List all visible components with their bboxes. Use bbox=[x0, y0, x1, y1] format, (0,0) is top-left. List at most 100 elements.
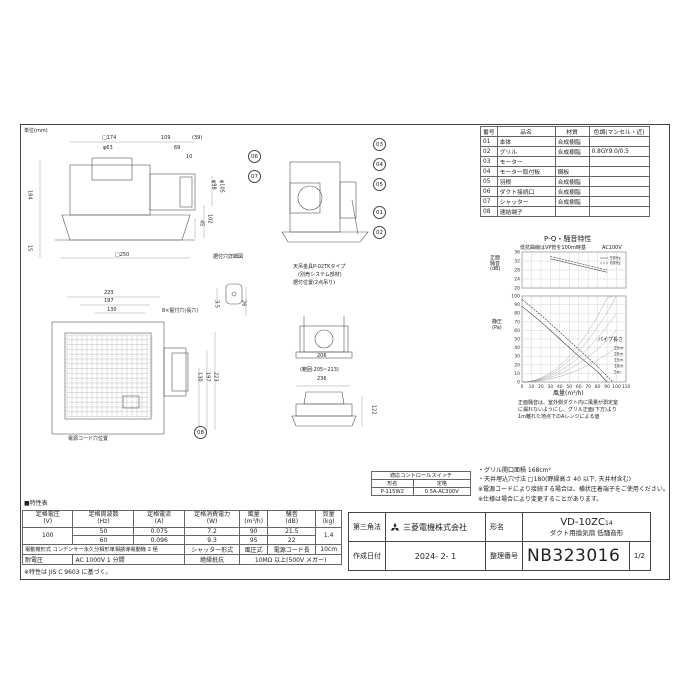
top-view-drawing bbox=[51, 296, 216, 435]
chart-voltage: AC100V bbox=[602, 245, 622, 251]
model-suffix: 14 bbox=[605, 520, 613, 528]
parts-header-material: 材質 bbox=[554, 126, 590, 137]
duct-length-label: 25m bbox=[614, 345, 623, 350]
balloon-06: 06 bbox=[248, 150, 261, 163]
x-tick-label: 90 bbox=[604, 384, 610, 390]
dim-3-5: 3.5 bbox=[213, 300, 220, 308]
chart-top-note: 低抗曲線はVP管を100m時基 bbox=[520, 245, 586, 251]
spec-cell: 0.075 bbox=[133, 526, 185, 537]
spec-insulation-value: 10MΩ 以上(500V メガー) bbox=[239, 553, 342, 565]
dim-10: 10 bbox=[186, 154, 193, 160]
chart-title: P-Q・騒音特性 bbox=[544, 235, 592, 243]
spec-h-power: 定格消費電力 (W) bbox=[183, 510, 241, 528]
dim-184: 184 bbox=[26, 190, 33, 200]
pressure-tick-label: 30 bbox=[514, 354, 520, 360]
spec-cell: 60 bbox=[72, 535, 135, 545]
model-label: 形名 bbox=[485, 512, 523, 542]
spec-h-airflow: 風量 (m³/h) bbox=[239, 510, 269, 528]
spec-title: ■特性表 bbox=[24, 500, 48, 507]
noise-series-line bbox=[550, 258, 608, 273]
noise-tick-label: 32 bbox=[514, 259, 520, 265]
balloon-07: 07 bbox=[248, 170, 261, 183]
duct-resistance-curve bbox=[521, 313, 617, 383]
projection-label: 第三角法 bbox=[348, 512, 386, 542]
spec-shutter-label: シャッター形式 bbox=[183, 543, 241, 555]
spec-h-current: 定格電流 (A) bbox=[133, 510, 185, 528]
noise-tick-label: 36 bbox=[514, 250, 520, 256]
pressure-tick-label: 40 bbox=[514, 345, 520, 351]
dim-105: φ105 bbox=[218, 180, 225, 193]
hole-note: 8×掘付穴(長穴) bbox=[162, 308, 199, 314]
spec-cell: 90 bbox=[239, 526, 269, 537]
x-tick-label: 10 bbox=[529, 384, 535, 390]
dim-206: 206 bbox=[317, 353, 327, 359]
balloon-03: 03 bbox=[373, 138, 386, 151]
balloon-01: 01 bbox=[373, 206, 386, 219]
dim-109: 109 bbox=[161, 135, 171, 141]
ceiling-sub2: 据付位置(2点吊り) bbox=[293, 280, 336, 286]
dim-98: φ98 bbox=[210, 180, 217, 190]
pressure-tick-label: 60 bbox=[514, 328, 520, 334]
spec-withstand-value: AC 1000V 1 分間 bbox=[72, 553, 185, 565]
ceiling-title: 天吊金具P-02TKタイプ bbox=[293, 264, 346, 270]
balloon-08: 08 bbox=[194, 426, 207, 439]
x-tick-label: 60 bbox=[576, 384, 582, 390]
model-number: VD-10ZC bbox=[560, 517, 606, 529]
spec-cell: 21.5 bbox=[267, 526, 317, 537]
x-tick-label: 80 bbox=[595, 384, 601, 390]
spec-mass: 1.4 bbox=[315, 527, 342, 545]
dim-223: 223 bbox=[104, 290, 114, 296]
noise-series-line bbox=[550, 256, 608, 271]
x-tick-label: 70 bbox=[585, 384, 591, 390]
dim-69: 69 bbox=[174, 145, 181, 151]
dim-45: 45 bbox=[198, 220, 205, 227]
x-tick-label: 0 bbox=[521, 384, 524, 390]
drawing-sheet bbox=[20, 124, 670, 580]
reference-number: NB323016 bbox=[522, 541, 630, 571]
pressure-tick-label: 50 bbox=[514, 337, 520, 343]
front-view-drawing bbox=[281, 161, 369, 243]
parts-header-color: 色調(マンセル・近) bbox=[588, 126, 650, 137]
spec-cell: 95 bbox=[239, 535, 269, 545]
duct-length-label: 5m bbox=[614, 369, 621, 374]
dim-236: 236 bbox=[317, 376, 327, 382]
control-col2: 定格 bbox=[412, 479, 472, 488]
legend-label: 50Hz bbox=[610, 256, 621, 261]
spec-h-noise: 騒音 (dB) bbox=[267, 510, 317, 528]
noise-tick-label: 20 bbox=[514, 286, 520, 292]
pressure-axis-label: 静圧(Pa) bbox=[492, 319, 503, 331]
pressure-tick-label: 80 bbox=[514, 311, 520, 317]
dim-39: (39) bbox=[192, 135, 203, 141]
x-tick-label: 20 bbox=[538, 384, 544, 390]
dim-205-range: (範囲:205~213) bbox=[300, 367, 339, 373]
ceiling-mount-drawing bbox=[291, 316, 363, 427]
spec-cell: 22 bbox=[267, 535, 317, 545]
x-tick-label: 50 bbox=[566, 384, 572, 390]
dim-130: 130 bbox=[107, 307, 117, 313]
parts-header-name: 品名 bbox=[496, 126, 556, 137]
spec-motor-label: 電動機形式 bbox=[25, 546, 51, 553]
control-rating: 0.5A-AC300V bbox=[412, 487, 472, 496]
dim-174: □174 bbox=[102, 135, 117, 141]
pressure-tick-label: 20 bbox=[514, 362, 520, 368]
chart-note-2: に漏れないようにし、グリル正面(下方)より bbox=[518, 407, 617, 413]
pressure-tick-label: 90 bbox=[514, 302, 520, 308]
spec-footnote: ※特性は JIS C 9603 に基づく。 bbox=[24, 569, 112, 576]
spec-cord-label: 電源コード長 bbox=[267, 543, 317, 555]
note-ceiling-hole: ・天井埋込穴寸法 □180(野縁高さ 40 以下, 天井材含む) bbox=[478, 476, 631, 483]
pressure-tick-label: 0 bbox=[517, 380, 520, 386]
noise-tick-label: 24 bbox=[514, 277, 520, 283]
unit-label: 単位(mm) bbox=[24, 128, 48, 134]
x-axis-label: 風量(m³/h) bbox=[553, 390, 584, 397]
spec-withstand-label: 耐電圧 bbox=[21, 553, 74, 565]
cord-hole-label: 電源コード穴位置 bbox=[68, 436, 109, 442]
spec-motor-value: コンデンサー永久分相形単相誘導電動機 2 極 bbox=[52, 546, 158, 553]
spec-insulation-label: 絶縁抵抗 bbox=[183, 553, 241, 565]
